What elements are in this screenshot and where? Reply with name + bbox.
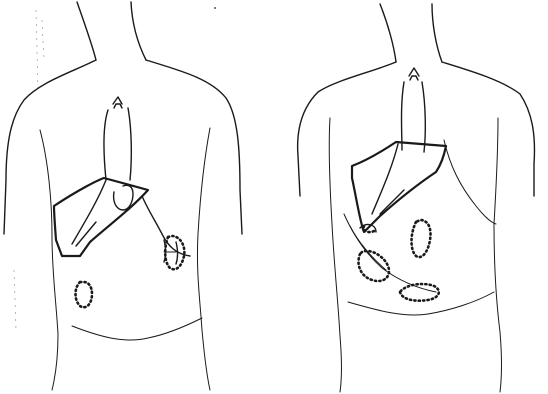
- left-stomach: [104, 97, 133, 210]
- left-kidney-lower: [76, 282, 93, 307]
- right-stomach: [402, 68, 426, 152]
- right-torso-outline: [298, 4, 535, 392]
- right-colon-lower: [400, 284, 439, 301]
- left-torso-outline: [4, 2, 242, 390]
- right-liver: [352, 142, 446, 232]
- right-figure: [298, 4, 535, 392]
- left-figure: [4, 2, 242, 390]
- right-colon-left: [359, 251, 390, 281]
- left-kidney-outline: [165, 236, 184, 269]
- right-kidney-upper: [412, 220, 431, 257]
- scan-artifacts: [14, 7, 216, 330]
- left-liver: [54, 178, 190, 256]
- right-colon-bundle: [344, 214, 436, 292]
